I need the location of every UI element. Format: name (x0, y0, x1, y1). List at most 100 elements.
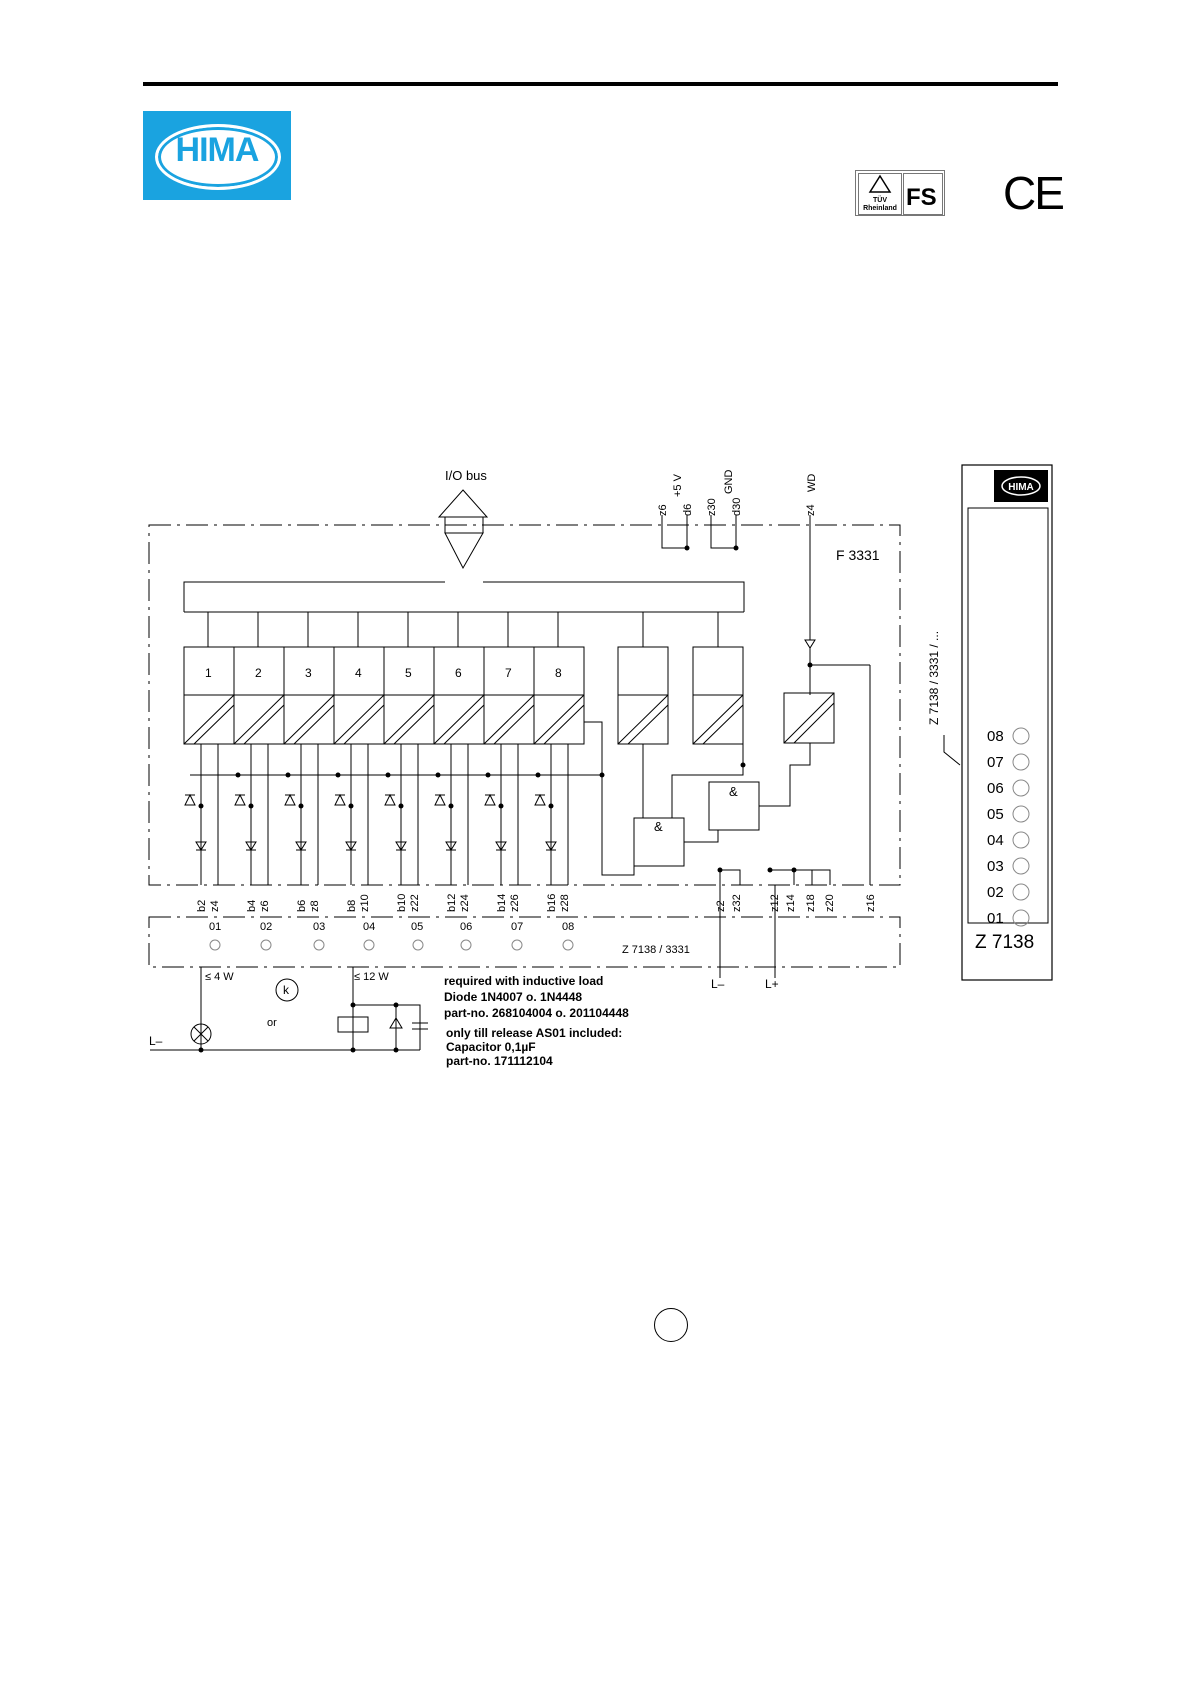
led-indicator (1012, 727, 1030, 745)
pin-label: b10 (396, 894, 408, 912)
terminal-number: 08 (562, 921, 574, 933)
front-side-label: Z 7138 / 3331 / ... (927, 631, 941, 725)
led-indicator (1012, 883, 1030, 901)
supply-5v-label: +5 V (672, 473, 684, 497)
terminal-number: 01 (209, 921, 221, 933)
terminal-number: 03 (313, 921, 325, 933)
pin-label: z4 (209, 900, 221, 912)
pin-label: b6 (296, 900, 308, 912)
front-plate: HIMA Z 7138 / 3331 / ... 08 07 06 05 04 03 02 0… (927, 464, 1053, 981)
pin-label: b2 (196, 900, 208, 912)
supply-pin: d6 (682, 504, 694, 516)
bus-arrow-down (444, 532, 484, 570)
note-line: required with inductive load (444, 974, 603, 988)
led-label: 07 (987, 754, 1004, 771)
supply-pin: d30 (731, 498, 743, 516)
pin-label: z32 (731, 894, 743, 912)
pin-label: z16 (865, 894, 877, 912)
led-indicator (1012, 779, 1030, 797)
pin-label: z2 (715, 900, 727, 912)
pin-label: b16 (546, 894, 558, 912)
and-gate-label: & (654, 819, 663, 834)
pin-label: z18 (805, 894, 817, 912)
led-label: 04 (987, 832, 1004, 849)
ce-mark: CE (1003, 167, 1065, 219)
channel-number: 2 (255, 666, 262, 680)
tuv-icon: TÜV Rheinland (858, 173, 902, 215)
logo-text: HIMA (175, 131, 260, 169)
certification-badge: TÜV Rheinland FS (855, 170, 945, 216)
pin-label: z22 (409, 894, 421, 912)
pin-label: z26 (509, 894, 521, 912)
supply-wd-label: WD (806, 474, 818, 492)
channel-number: 1 (205, 666, 212, 680)
fs-label: FS (906, 184, 937, 211)
led-indicator (1012, 831, 1030, 849)
led-label: 02 (987, 884, 1004, 901)
channel-number: 8 (555, 666, 562, 680)
l-plus-label: L+ (765, 977, 779, 991)
led-label: 03 (987, 858, 1004, 875)
channel-number: 4 (355, 666, 362, 680)
led-label: 08 (987, 728, 1004, 745)
supply-pin: z4 (805, 504, 817, 516)
or-label: or (267, 1017, 277, 1029)
pin-label: z24 (459, 894, 471, 912)
pin-label: z12 (769, 894, 781, 912)
l-minus-label: L– (711, 977, 725, 991)
front-brand: HIMA (1008, 482, 1034, 493)
led-indicator (1012, 805, 1030, 823)
pin-label: b14 (496, 894, 508, 912)
top-rule (143, 82, 1058, 86)
supply-pin: z30 (706, 498, 718, 516)
terminal-number: 04 (363, 921, 375, 933)
hima-logo: HIMA (143, 111, 291, 200)
led-label: 05 (987, 806, 1004, 823)
l-minus-label: L– (149, 1034, 163, 1048)
terminal-number: 07 (511, 921, 523, 933)
pin-label: b4 (246, 900, 258, 912)
pin-label: z10 (359, 894, 371, 912)
terminal-number: 02 (260, 921, 272, 933)
logo-oval (155, 124, 281, 190)
led-indicator (1012, 753, 1030, 771)
module-boundary (148, 524, 901, 886)
terminal-number: 05 (411, 921, 423, 933)
channel-number: 3 (305, 666, 312, 680)
supply-gnd-label: GND (723, 470, 735, 495)
channel-number: 5 (405, 666, 412, 680)
lamp-power-label: ≤ 4 W (205, 971, 234, 983)
cable-label: Z 7138 / 3331 (622, 944, 690, 956)
note-line: part-no. 171112104 (446, 1054, 553, 1068)
relay-power-label: ≤ 12 W (354, 971, 389, 983)
note-line: Capacitor 0,1µF (446, 1040, 536, 1054)
front-title: Z 7138 (975, 932, 1034, 953)
io-bus-label: I/O bus (445, 468, 487, 483)
led-indicator (1012, 909, 1030, 927)
led-indicator (1012, 857, 1030, 875)
led-label: 01 (987, 910, 1004, 927)
cable-boundary (148, 916, 901, 968)
pin-label: z20 (824, 894, 836, 912)
module-name: F 3331 (836, 547, 880, 563)
channel-number: 6 (455, 666, 462, 680)
note-line: Diode 1N4007 o. 1N4448 (444, 990, 582, 1004)
note-line: part-no. 268104004 o. 201104448 (444, 1006, 629, 1020)
supply-pin: z6 (657, 504, 669, 516)
channel-number: 7 (505, 666, 512, 680)
relay-symbol: k (283, 983, 290, 997)
and-gate-label: & (729, 784, 738, 799)
led-label: 06 (987, 780, 1004, 797)
tuv-label: TÜV Rheinland (863, 197, 897, 212)
pin-label: z8 (309, 900, 321, 912)
note-line: only till release AS01 included: (446, 1026, 622, 1040)
watchdog-block (783, 692, 835, 744)
pin-label: z6 (259, 900, 271, 912)
pin-label: b8 (346, 900, 358, 912)
terminal-number: 06 (460, 921, 472, 933)
fs-icon: FS (903, 173, 943, 215)
bus-arrow-up (437, 489, 489, 518)
page-number-circle (654, 1308, 688, 1342)
pin-label: z28 (559, 894, 571, 912)
